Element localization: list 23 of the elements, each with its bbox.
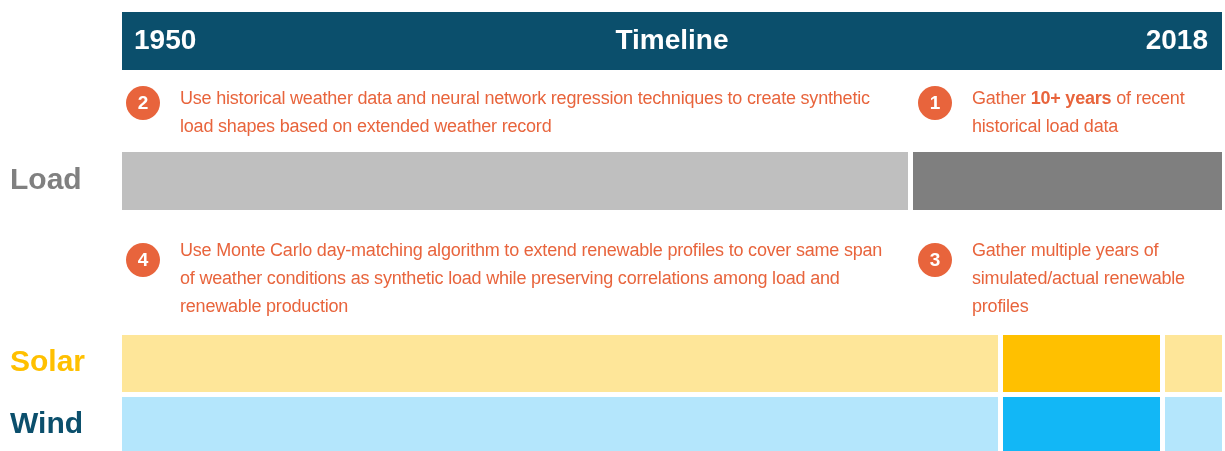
bar-segment (1003, 335, 1160, 392)
year-label: 1950 (134, 24, 197, 56)
step-number: 4 (126, 243, 160, 277)
bar-segment (1165, 397, 1222, 451)
row-label: Solar (10, 344, 86, 378)
step-description: Use historical weather data and neural network regression techniques to create synthetic load shapes based on extended weather record (180, 87, 871, 138)
bar-segment (122, 397, 998, 451)
row-label: Wind (10, 406, 84, 440)
step-number: 1 (918, 86, 952, 120)
timeline-banner (122, 12, 1222, 70)
step-description: Use Monte Carlo day-matching algorithm to extend renewable profiles to cover same span of weather conditions as synthetic load while preserving correlations among load and renewable production (180, 239, 884, 318)
step-number: 3 (918, 243, 952, 277)
step-description: Gather 10+ years of recent historical load data (972, 87, 1186, 138)
step-description: Gather multiple years of simulated/actual renewable profiles (972, 239, 1186, 318)
row-label: Load (10, 162, 82, 196)
bar-segment (1165, 335, 1222, 392)
bar-segment (913, 152, 1222, 210)
year-label: 2018 (1145, 24, 1208, 56)
timeline-title: Timeline (615, 24, 729, 56)
bar-segment (1003, 397, 1160, 451)
bar-segment (122, 335, 998, 392)
step-number: 2 (126, 86, 160, 120)
bar-segment (122, 152, 908, 210)
